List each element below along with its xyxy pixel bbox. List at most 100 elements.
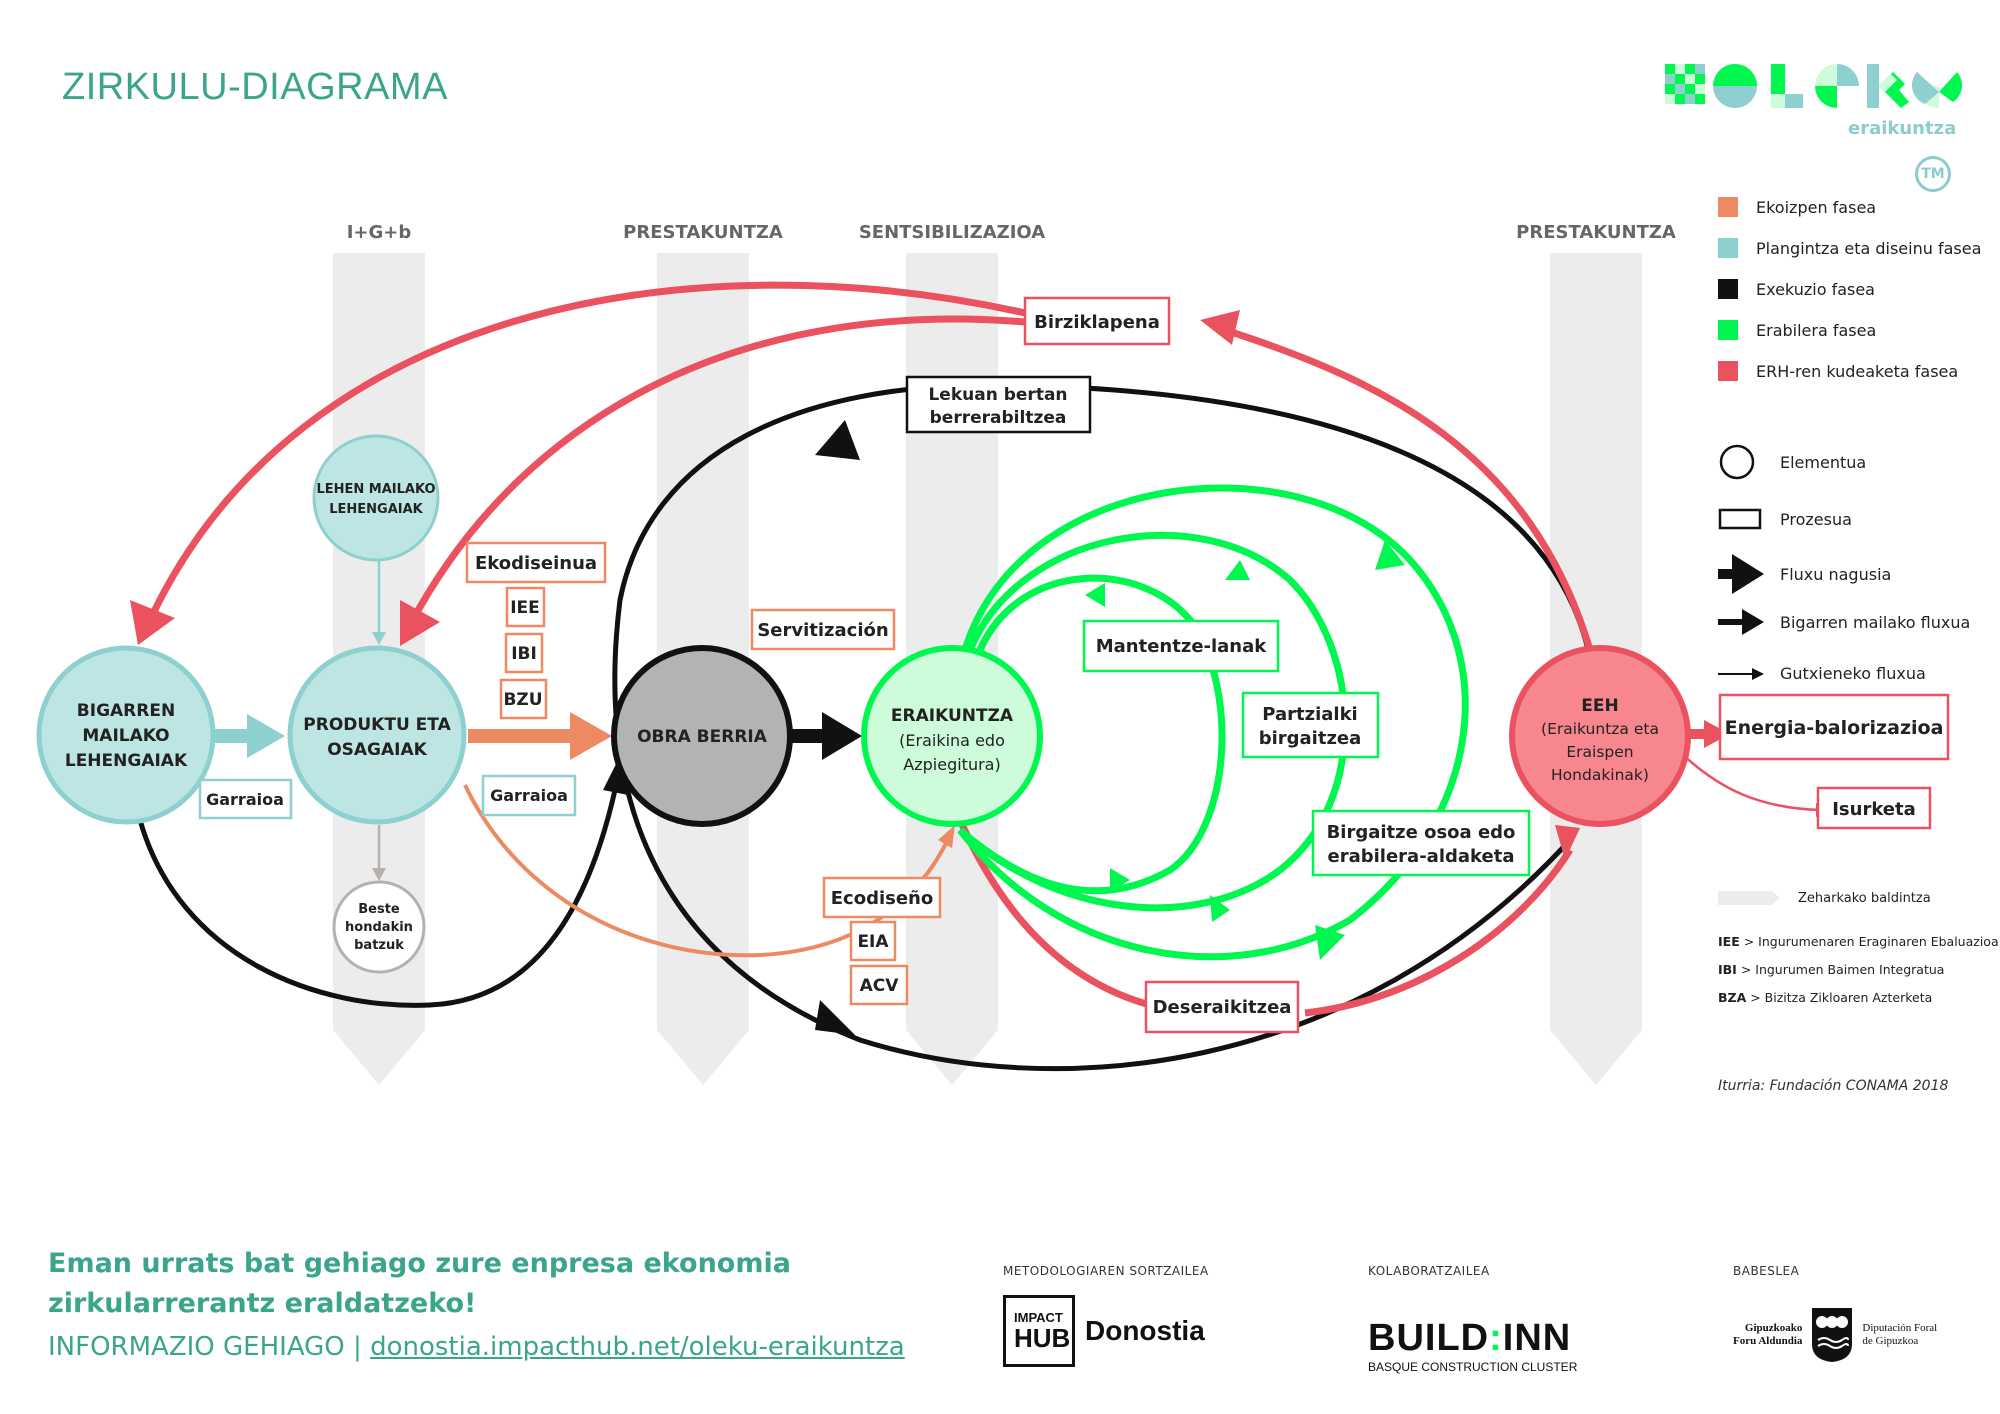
process-ibi: IBI (504, 632, 544, 674)
legend-item-secondary-flow: Bigarren mailako fluxua (1718, 608, 1970, 636)
legend-item-transversal: Zeharkako baldintza (1718, 889, 1931, 907)
svg-text:(Eraikuntza eta: (Eraikuntza eta (1541, 720, 1659, 738)
svg-text:Lekuan bertan: Lekuan bertan (928, 385, 1067, 405)
trademark-badge: TM (1915, 156, 1951, 192)
element-bigarren-mailako-lehengaiak: BIGARREN MAILAKO LEHENGAIAK (36, 645, 216, 825)
legend-item-element: Elementua (1718, 444, 1866, 480)
column-label: PRESTAKUNTZA (1516, 222, 1676, 243)
thick-arrow-icon (1718, 554, 1764, 594)
svg-text:Garraioa: Garraioa (206, 790, 284, 809)
more-info: INFORMAZIO GEHIAGO | donostia.impacthub.… (48, 1332, 905, 1362)
arrowhead-icon (603, 760, 628, 795)
more-info-link[interactable]: donostia.impacthub.net/oleku-eraikuntza (370, 1332, 905, 1362)
svg-text:Birziklapena: Birziklapena (1034, 312, 1160, 333)
svg-text:birgaitzea: birgaitzea (1259, 728, 1362, 749)
oleku-logo (1665, 64, 1965, 112)
svg-text:ERAIKUNTZA: ERAIKUNTZA (891, 706, 1014, 726)
svg-text:Azpiegitura): Azpiegitura) (903, 755, 1000, 774)
process-ecodiseno: Ecodiseño (822, 876, 942, 919)
process-partzialki-birgaitzea: Partzialki birgaitzea (1241, 691, 1380, 759)
maintenance-loop (957, 574, 1226, 895)
process-lekuan-bertan-berrerabiltzea: Lekuan bertan berrerabiltzea (905, 375, 1092, 434)
process-birziklapena: Birziklapena (1023, 296, 1171, 346)
recycling-to-product-flow (406, 315, 1026, 627)
element-eeh: EEH (Eraikuntza eta Eraispen Hondakinak) (1509, 645, 1691, 827)
abbreviation-ibi: IBI > Ingurumen Baimen Integratua (1718, 962, 1945, 977)
color-swatch-icon (1718, 361, 1738, 381)
svg-text:berrerabiltzea: berrerabiltzea (930, 408, 1067, 428)
legend-item-use: Erabilera fasea (1718, 320, 1876, 340)
legend-item-minimum-flow: Gutxieneko fluxua (1718, 664, 1926, 683)
svg-text:Hondakinak): Hondakinak) (1551, 766, 1649, 784)
svg-text:Garraioa: Garraioa (490, 786, 568, 805)
eeh-to-recycling-flow (1223, 326, 1594, 652)
process-eia: EIA (849, 920, 897, 962)
svg-text:Deseraikitzea: Deseraikitzea (1153, 997, 1292, 1018)
reuse-loop-flow (612, 382, 1599, 1072)
main-flow-bar (790, 729, 830, 743)
legend-item-production: Ekoizpen fasea (1718, 197, 1876, 217)
arrowhead-icon (372, 868, 386, 881)
main-flow-bar (215, 729, 255, 743)
process-birgaitze-osoa: Birgaitze osoa edo erabilera-aldaketa (1311, 809, 1531, 877)
source-note: Iturria: Fundación CONAMA 2018 (1718, 1078, 1949, 1094)
svg-text:Mantentze-lanak: Mantentze-lanak (1096, 636, 1268, 657)
svg-text:OSAGAIAK: OSAGAIAK (327, 740, 427, 760)
transversal-bar-icon (1718, 891, 1780, 905)
svg-text:erabilera-aldaketa: erabilera-aldaketa (1328, 846, 1515, 867)
arrowhead-icon (815, 420, 860, 460)
legend-item-process: Prozesua (1718, 508, 1852, 530)
secondary-to-obra-flow (137, 789, 618, 1008)
abbreviation-bza: BZA > Bizitza Zikloaren Azterketa (1718, 990, 1933, 1005)
abbreviation-iee: IEE > Ingurumenaren Eraginaren Ebaluazio… (1718, 934, 1999, 949)
svg-text:EEH: EEH (1581, 696, 1618, 716)
process-energia-balorizazioa: Energia-balorizazioa (1718, 693, 1950, 761)
svg-text:LEHENGAIAK: LEHENGAIAK (65, 751, 188, 771)
svg-text:Birgaitze osoa edo: Birgaitze osoa edo (1327, 822, 1516, 843)
svg-text:PRODUKTU ETA: PRODUKTU ETA (303, 715, 451, 735)
svg-text:MAILAKO: MAILAKO (82, 726, 169, 746)
process-isurketa: Isurketa (1816, 786, 1932, 830)
svg-text:Servitización: Servitización (757, 620, 888, 641)
color-swatch-icon (1718, 197, 1738, 217)
buildinn-logo: BUILD:INN BASQUE CONSTRUCTION CLUSTER (1368, 1317, 1578, 1374)
arrowhead-icon (1315, 925, 1345, 960)
element-obra-berria: OBRA BERRIA (611, 645, 793, 827)
recycling-to-secondary-flow (146, 281, 1026, 622)
full-renovation-loop (957, 484, 1469, 961)
page-title: ZIRKULU-DIAGRAMA (62, 66, 448, 108)
svg-text:Beste: Beste (358, 902, 400, 917)
logo-subtitle: eraikuntza (1848, 118, 1957, 139)
circle-icon (1719, 444, 1755, 480)
arrowhead-icon (1200, 310, 1240, 345)
svg-text:IBI: IBI (511, 644, 537, 664)
arrowhead-icon (247, 714, 285, 758)
arrowhead-icon (1555, 825, 1580, 860)
process-garraioa-1: Garraioa (198, 778, 293, 820)
element-beste-hondakin-batzuk: Beste hondakin batzuk (332, 880, 426, 974)
medium-arrow-icon (1718, 609, 1764, 635)
process-garraioa-2: Garraioa (481, 774, 577, 817)
main-flow-bar (468, 729, 576, 743)
arrowhead-icon (822, 712, 862, 760)
arrowhead-icon (570, 712, 612, 760)
svg-text:batzuk: batzuk (354, 938, 404, 953)
sponsor-role-sponsor: BABESLEA (1733, 1264, 1800, 1278)
demolition-to-eeh-flow (1304, 848, 1573, 1017)
sponsor-role-collaborator: KOLABORATZAILEA (1368, 1264, 1490, 1278)
element-produktu-eta-osagaiak: PRODUKTU ETA OSAGAIAK (287, 645, 467, 825)
oleku-logo-icon (1665, 64, 1963, 108)
call-to-action: Eman urrats bat gehiago zure enpresa eko… (48, 1248, 791, 1319)
svg-text:EIA: EIA (857, 932, 889, 952)
legend-item-planning: Plangintza eta diseinu fasea (1718, 238, 1981, 258)
svg-text:Ecodiseño: Ecodiseño (831, 888, 934, 909)
arrowhead-icon (1704, 720, 1730, 748)
arrowhead-icon (130, 600, 175, 645)
process-iee: IEE (505, 586, 546, 628)
svg-text:Eraispen: Eraispen (1566, 743, 1633, 761)
color-swatch-icon (1718, 320, 1738, 340)
arrowhead-icon (1375, 540, 1405, 570)
svg-text:(Eraikina edo: (Eraikina edo (899, 731, 1005, 750)
arrowhead-icon (1225, 560, 1250, 580)
arrowhead-icon (1085, 583, 1105, 607)
